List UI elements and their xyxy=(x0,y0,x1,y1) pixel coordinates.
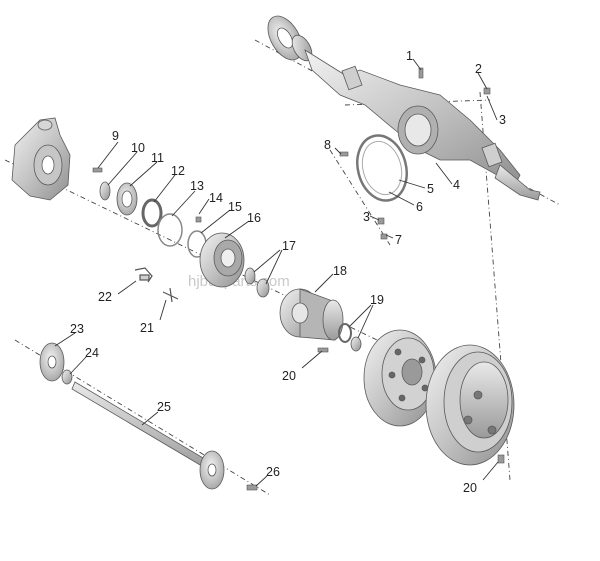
callout-22: 22 xyxy=(98,290,112,304)
callout-9: 9 xyxy=(112,129,119,143)
callout-6: 6 xyxy=(416,200,423,214)
callout-24: 24 xyxy=(85,346,99,360)
callout-10: 10 xyxy=(131,141,145,155)
callout-8: 8 xyxy=(324,138,331,152)
callout-7: 7 xyxy=(395,233,402,247)
bolts xyxy=(92,67,505,491)
callout-20-rim: 20 xyxy=(463,481,477,495)
callout-26: 26 xyxy=(266,465,280,479)
callout-2: 2 xyxy=(475,62,482,76)
axle-housing xyxy=(267,15,541,201)
gasket-ring xyxy=(356,134,408,202)
callout-25: 25 xyxy=(157,400,171,414)
callout-23: 23 xyxy=(70,322,84,336)
clips xyxy=(134,267,179,303)
axle-nuts xyxy=(338,323,362,352)
callout-19: 19 xyxy=(370,293,384,307)
callout-12: 12 xyxy=(171,164,185,178)
brake-drum-small xyxy=(199,232,245,288)
callout-15: 15 xyxy=(228,200,242,214)
half-shaft xyxy=(71,381,225,490)
callout-18: 18 xyxy=(333,264,347,278)
steering-knuckle xyxy=(11,117,71,201)
callout-20-hub: 20 xyxy=(282,369,296,383)
bearings xyxy=(244,267,270,298)
wheel-hub xyxy=(279,288,344,341)
callout-1: 1 xyxy=(406,49,413,63)
callout-14: 14 xyxy=(209,191,223,205)
callout-21: 21 xyxy=(140,321,154,335)
callout-numbers: 1 2 3 4 5 6 3 7 8 9 10 11 12 13 14 15 16… xyxy=(70,49,506,495)
callout-17: 17 xyxy=(282,239,296,253)
callout-11: 11 xyxy=(151,151,164,165)
callout-4: 4 xyxy=(453,178,460,192)
callout-13: 13 xyxy=(190,179,204,193)
wheel-rim-outer xyxy=(425,344,515,466)
callout-5: 5 xyxy=(427,182,434,196)
seals-and-rings xyxy=(99,181,207,258)
leader-lines xyxy=(54,58,499,487)
callout-3-upper: 3 xyxy=(499,113,506,127)
callout-16: 16 xyxy=(247,211,261,225)
wheel-rim-inner xyxy=(363,329,437,427)
axle-flange xyxy=(39,342,73,385)
callout-3-lower: 3 xyxy=(363,210,370,224)
